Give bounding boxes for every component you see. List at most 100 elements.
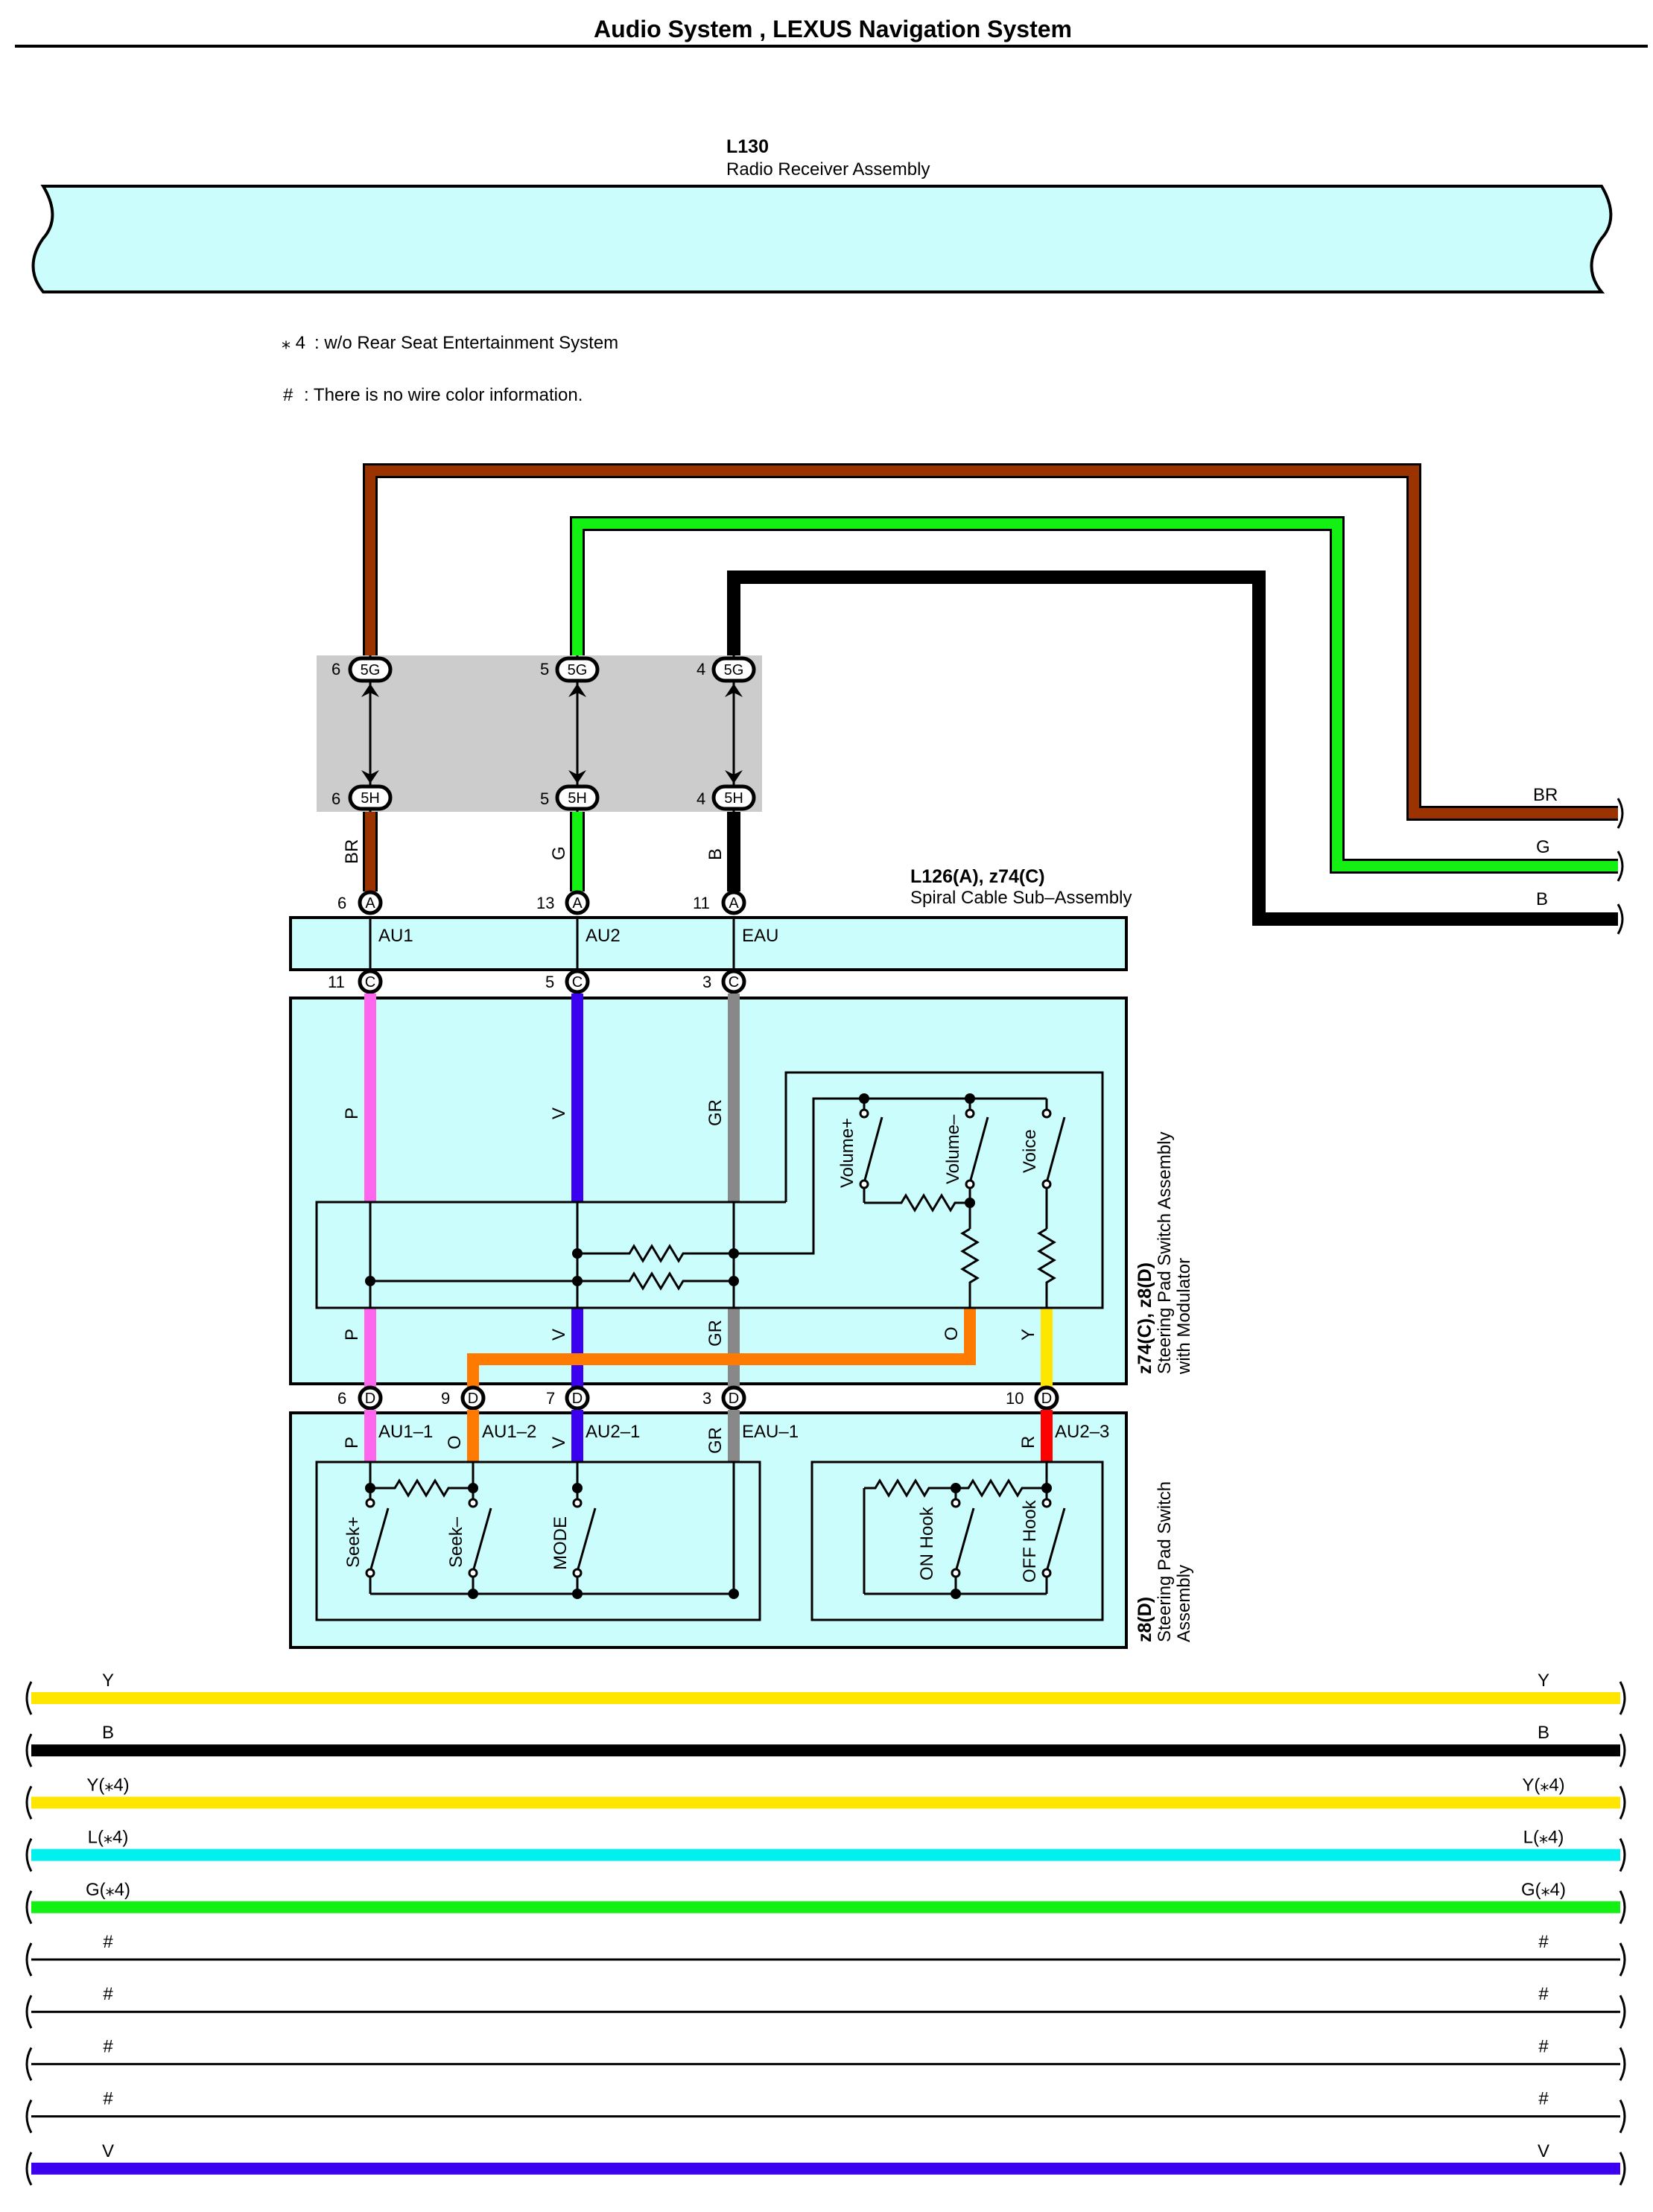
wire-b-top — [727, 571, 1618, 926]
d-pin-v: 7 — [546, 1389, 555, 1408]
svg-text:5G: 5G — [568, 662, 588, 678]
connector-c-eau: C — [721, 969, 746, 994]
note-color-mark: # — [283, 385, 294, 405]
bus-label-right: L(⁎4) — [1523, 1828, 1564, 1848]
pad-terminal-au2-1: AU2–1 — [586, 1422, 640, 1442]
svg-text:C: C — [729, 974, 739, 991]
mod-wire-label-gr-low: GR — [705, 1320, 726, 1347]
junction-pin-b-top: 4 — [697, 660, 705, 678]
bus-break-mark — [1619, 2152, 1626, 2186]
svg-text:A: A — [572, 895, 583, 912]
bus-label-left: G(⁎4) — [86, 1880, 130, 1900]
svg-text:C: C — [572, 974, 583, 991]
mod-wire-label-o: O — [942, 1326, 962, 1341]
svg-text:5G: 5G — [361, 662, 381, 678]
svg-text:z8(D): z8(D) — [1135, 1597, 1155, 1642]
bus-label-left: Y(⁎4) — [86, 1775, 129, 1795]
pad-wire-label-o: O — [445, 1435, 465, 1449]
bus-label-right: V — [1538, 2141, 1549, 2161]
note-rse-text: : w/o Rear Seat Entertainment System — [314, 333, 618, 353]
mod-wire-label-p-up: P — [342, 1107, 362, 1119]
bus-break-mark — [25, 1837, 33, 1872]
bus-label-right: # — [1538, 1932, 1549, 1952]
switch-off-hook: OFF Hook — [1020, 1499, 1040, 1583]
svg-text:D: D — [468, 1391, 478, 1407]
svg-text:z74(C), z8(D): z74(C), z8(D) — [1135, 1262, 1155, 1374]
bus-label-left: # — [103, 1932, 113, 1952]
connector-d-o: D — [460, 1385, 486, 1411]
pad-terminal-eau-1: EAU–1 — [742, 1422, 799, 1442]
pad-wire-label-gr: GR — [705, 1427, 726, 1454]
svg-text:Steering Pad Switch: Steering Pad Switch — [1155, 1481, 1175, 1642]
connector-a-au2: A — [565, 890, 590, 915]
right-label-br: BR — [1533, 785, 1558, 805]
bus-label-right: Y(⁎4) — [1522, 1775, 1564, 1795]
bus-break-mark — [1619, 1942, 1626, 1977]
connector-5g-br: 5G — [348, 656, 393, 683]
svg-text:5G: 5G — [724, 662, 744, 678]
bus-label-left: # — [103, 2036, 113, 2056]
a-pin-eau: 11 — [693, 894, 710, 912]
bus-break-mark — [25, 2047, 33, 2082]
bus-break-mark — [25, 1681, 33, 1715]
svg-text:D: D — [1041, 1391, 1052, 1407]
connector-d-gr: D — [721, 1385, 746, 1411]
switch-voice: Voice — [1020, 1129, 1040, 1173]
bus-label-left: L(⁎4) — [88, 1828, 129, 1848]
right-break-marks — [1616, 798, 1624, 935]
svg-text:C: C — [365, 974, 375, 991]
modulator-contacts — [859, 1108, 1052, 1189]
bus-label-right: # — [1538, 1984, 1549, 2004]
junction-pin-br-bot: 6 — [331, 789, 340, 808]
receiver-name: Radio Receiver Assembly — [726, 159, 930, 179]
bus-break-mark — [25, 1785, 33, 1820]
steering-pad-nodes — [365, 1483, 1052, 1599]
junction-pin-br-top: 6 — [331, 660, 340, 678]
connector-5g-g: 5G — [555, 656, 600, 683]
d-pin-p: 6 — [337, 1389, 346, 1408]
c-pin-eau: 3 — [702, 973, 711, 991]
bus-break-mark — [25, 2152, 33, 2186]
spiral-terminal-au1: AU1 — [378, 926, 413, 946]
bus-break-mark — [1619, 1785, 1626, 1820]
bus-label-left: B — [102, 1723, 114, 1743]
bus-label-right: # — [1538, 2036, 1549, 2056]
note-color-text: : There is no wire color information. — [304, 385, 583, 405]
switch-seek-plus: Seek+ — [343, 1516, 364, 1568]
mod-wire-label-v-up: V — [549, 1107, 569, 1119]
svg-text:Assembly: Assembly — [1174, 1565, 1194, 1642]
svg-text:5H: 5H — [724, 790, 743, 807]
connector-5h-br: 5H — [348, 784, 393, 811]
spiral-terminal-eau: EAU — [742, 926, 778, 946]
switch-volume-minus: Volume– — [943, 1114, 963, 1184]
bus-break-mark — [1619, 1890, 1626, 1925]
a-pin-au1: 6 — [337, 894, 346, 912]
svg-text:D: D — [365, 1391, 375, 1407]
d-pin-r: 10 — [1006, 1389, 1024, 1408]
receiver-code: L130 — [726, 136, 769, 157]
modulator-assembly-box — [289, 997, 1128, 1385]
mod-wire-label-gr-up: GR — [705, 1099, 726, 1126]
junction-pin-b-bot: 4 — [697, 789, 705, 808]
right-label-b: B — [1536, 889, 1548, 909]
switch-on-hook: ON Hook — [917, 1506, 937, 1580]
modulator-circuit — [315, 1071, 1104, 1309]
pad-wire-label-r: R — [1018, 1436, 1038, 1449]
svg-text:Steering Pad Switch Assembly: Steering Pad Switch Assembly — [1155, 1132, 1175, 1375]
switch-volume-plus: Volume+ — [837, 1118, 857, 1188]
junction-pin-g-top: 5 — [540, 660, 549, 678]
connector-a-eau: A — [721, 890, 746, 915]
bus-break-mark — [25, 1890, 33, 1925]
bus-break-mark — [1619, 1681, 1626, 1715]
bus-label-right: G(⁎4) — [1521, 1880, 1566, 1900]
connector-c-au2: C — [565, 969, 590, 994]
pad-wire-label-p: P — [342, 1437, 362, 1449]
spiral-cable-box — [289, 916, 1128, 971]
pad-wire-label-v: V — [549, 1437, 569, 1449]
bus-break-mark — [1619, 1733, 1626, 1767]
right-label-g: G — [1536, 837, 1550, 857]
bus-label-left: V — [102, 2141, 114, 2161]
svg-text:with Modulator: with Modulator — [1174, 1258, 1194, 1375]
svg-text:5H: 5H — [361, 790, 380, 807]
